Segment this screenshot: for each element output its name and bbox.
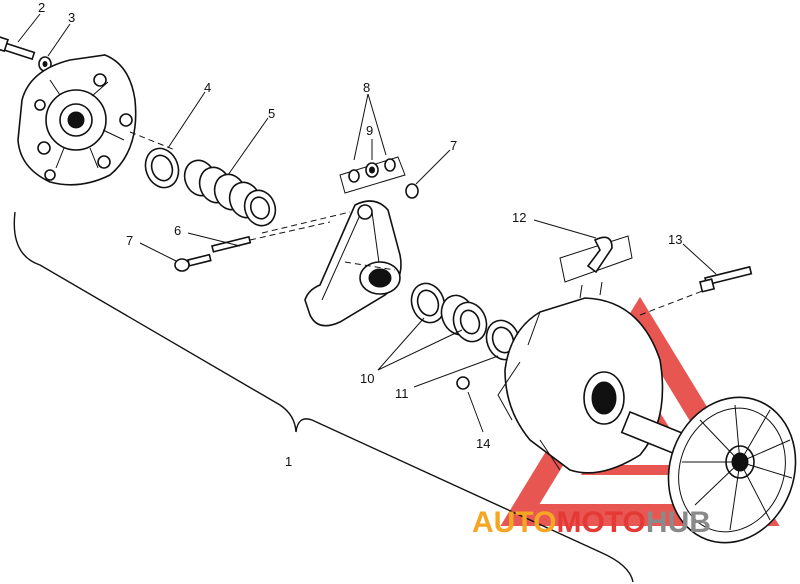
nut-part — [456, 376, 470, 390]
assembly-bracket — [13, 211, 634, 583]
bearing-rings-part — [410, 282, 521, 361]
callout-9: 9 — [366, 123, 373, 138]
callout-13: 13 — [668, 232, 682, 247]
cover-plate-part — [17, 54, 137, 186]
callout-10: 10 — [360, 371, 374, 386]
watermark-moto: MOTO — [556, 506, 645, 539]
spring-part — [183, 159, 277, 227]
watermark-auto: AUTO — [472, 506, 556, 539]
screw-right-part — [405, 183, 419, 199]
callout-7-right: 7 — [450, 138, 457, 153]
long-bolt-part — [699, 265, 753, 293]
callout-4: 4 — [204, 80, 211, 95]
spider-arm-part — [304, 200, 402, 327]
pin-part — [211, 235, 252, 253]
callout-7-left: 7 — [126, 233, 133, 248]
roller-nuts-part — [339, 156, 406, 194]
axis-line-left — [129, 131, 176, 151]
callout-1: 1 — [285, 454, 292, 469]
leader-lines — [17, 13, 717, 433]
fixed-sheave-part — [620, 396, 797, 544]
watermark-hub: HUB — [646, 506, 711, 539]
callout-5: 5 — [268, 106, 275, 121]
bushing-ring-part — [144, 147, 180, 189]
callout-12: 12 — [512, 210, 526, 225]
callout-2: 2 — [38, 0, 45, 15]
watermark-text: AUTOMOTOHUB — [472, 506, 711, 539]
callout-14: 14 — [476, 436, 490, 451]
bolt-part — [0, 35, 36, 61]
callout-8: 8 — [363, 80, 370, 95]
screw-left-part — [174, 253, 212, 272]
clip-part — [559, 235, 633, 283]
callout-3: 3 — [68, 10, 75, 25]
callout-11: 11 — [395, 386, 409, 401]
callout-6: 6 — [174, 223, 181, 238]
